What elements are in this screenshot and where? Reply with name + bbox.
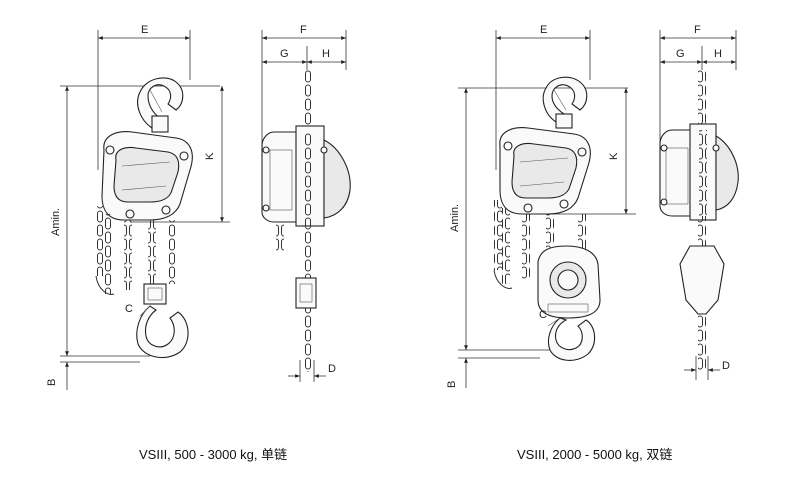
dim-label-k-right: K: [608, 152, 620, 160]
caption-single-chain: VSIII, 500 - 3000 kg, 单链: [139, 447, 288, 462]
dim-label-c-left: C: [125, 303, 133, 315]
dim-label-d-right: D: [722, 360, 730, 372]
dim-label-d-left: D: [328, 363, 336, 375]
dim-label-g-left: G: [280, 48, 289, 60]
dim-label-f-left: F: [300, 24, 307, 36]
dim-label-k-left: K: [204, 152, 216, 160]
dim-label-e-right: E: [540, 24, 547, 36]
caption-double-chain: VSIII, 2000 - 5000 kg, 双链: [517, 447, 673, 462]
dim-label-b-left: B: [46, 379, 58, 386]
dim-label-f-right: F: [694, 24, 701, 36]
left-hoist-front-view: E Amin. B K: [46, 24, 230, 390]
dim-label-g-right: G: [676, 48, 685, 60]
dim-label-e-left: E: [141, 24, 148, 36]
dim-label-b-right: B: [446, 381, 458, 388]
right-hoist-side-view: F G H D: [659, 24, 739, 380]
dim-label-h-right: H: [714, 48, 722, 60]
dim-label-h-left: H: [322, 48, 330, 60]
dim-label-c-right: C: [539, 309, 547, 321]
dim-label-amin-left: Amin.: [50, 208, 62, 236]
left-hoist-side-view: F G H D: [261, 24, 351, 382]
dim-label-amin-right: Amin.: [449, 204, 461, 232]
right-hoist-front-view: E Amin. B K: [446, 24, 636, 388]
